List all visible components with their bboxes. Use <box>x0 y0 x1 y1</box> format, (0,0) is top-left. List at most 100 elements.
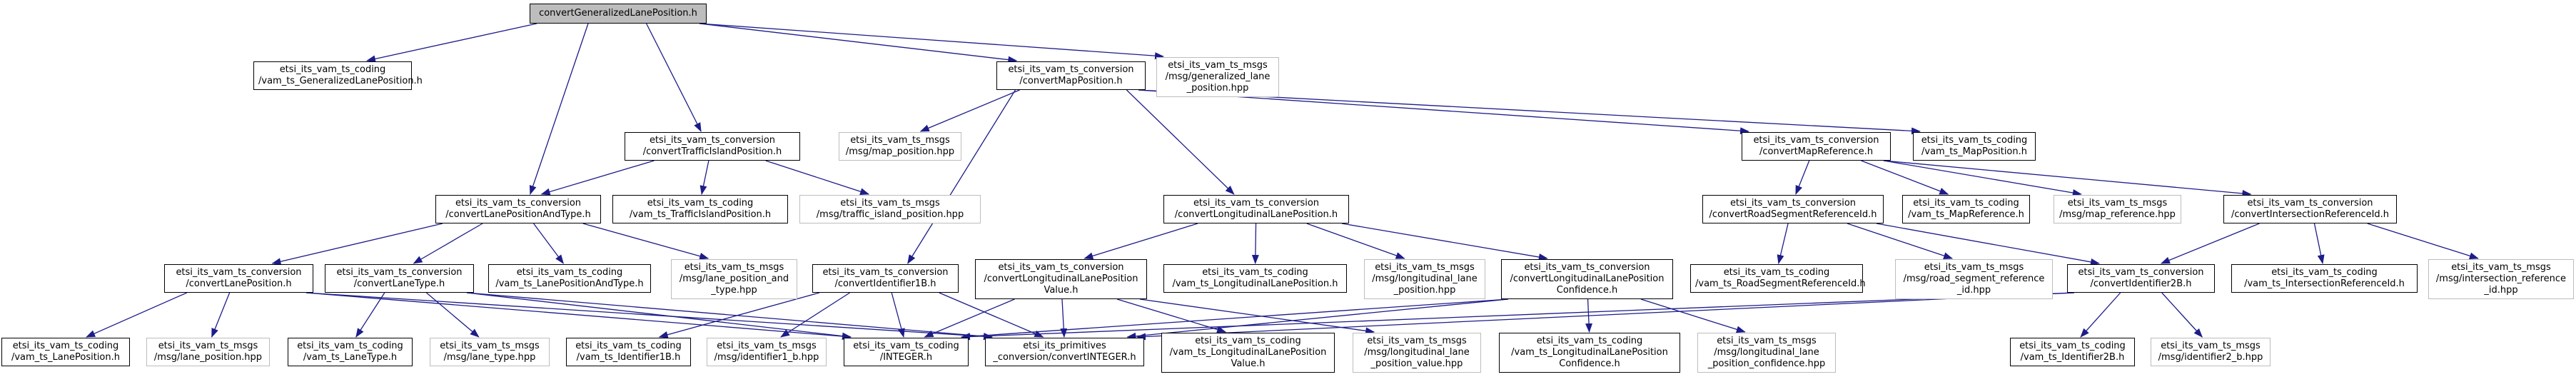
node-label-line: etsi_its_vam_ts_coding <box>1723 267 1830 278</box>
node-convert-lane-type[interactable]: etsi_its_vam_ts_conversion/convertLaneTy… <box>325 264 474 293</box>
node-primitives-convert-integer[interactable]: etsi_its_primitives_conversion/convertIN… <box>985 338 1144 366</box>
node-convert-identifier2b[interactable]: etsi_its_vam_ts_conversion/convertIdenti… <box>2067 264 2215 293</box>
node-label-line: etsi_its_vam_ts_msgs <box>1367 336 1467 346</box>
node-convert-lane-position-and-type[interactable]: etsi_its_vam_ts_conversion/convertLanePo… <box>435 195 601 223</box>
node-label-line: /msg/traffic_island_position.hpp <box>816 209 964 220</box>
node-label-line: etsi_its_vam_ts_conversion <box>998 262 1124 273</box>
node-coding-generalized-lane-position[interactable]: etsi_its_vam_ts_coding/vam_ts_Generalize… <box>253 61 423 90</box>
node-label-line: etsi_its_vam_ts_conversion <box>176 267 302 278</box>
node-label-line: /vam_ts_Identifier2B.h <box>2020 352 2125 363</box>
node-convert-traffic-island-position[interactable]: etsi_its_vam_ts_conversion/convertTraffi… <box>625 132 800 161</box>
node-label-line: /msg/lane_position_and <box>679 273 789 284</box>
node-convert-road-segment-reference-id[interactable]: etsi_its_vam_ts_conversion/convertRoadSe… <box>1702 195 1884 223</box>
node-convert-map-position[interactable]: etsi_its_vam_ts_conversion/convertMapPos… <box>996 61 1146 90</box>
node-coding-traffic-island-position[interactable]: etsi_its_vam_ts_coding/vam_ts_TrafficIsl… <box>612 195 788 223</box>
include-edge-convert-lane-position-and-type--convert-lane-position <box>271 223 443 266</box>
node-label-line: /msg/intersection_reference <box>2435 273 2567 284</box>
node-msg-longitudinal-lane-position: etsi_its_vam_ts_msgs/msg/longitudinal_la… <box>1364 259 1485 299</box>
node-coding-longitudinal-lane-position-value[interactable]: etsi_its_vam_ts_coding/vam_ts_Longitudin… <box>1161 333 1335 373</box>
node-coding-lane-position-and-type[interactable]: etsi_its_vam_ts_coding/vam_ts_LanePositi… <box>488 264 651 293</box>
node-label-line: etsi_its_vam_ts_coding <box>2019 341 2126 351</box>
node-msg-longitudinal-lane-position-value: etsi_its_vam_ts_msgs/msg/longitudinal_la… <box>1353 333 1481 373</box>
node-label-line: etsi_its_vam_ts_coding <box>2271 267 2378 278</box>
include-edge-convert-road-segment-reference-id--convert-identifier2b <box>1876 223 2100 266</box>
include-edge-convert-traffic-island-position--coding-traffic-island-position <box>699 160 709 195</box>
node-label-line: etsi_its_vam_ts_msgs <box>1924 262 2024 273</box>
node-coding-map-position[interactable]: etsi_its_vam_ts_coding/vam_ts_MapPositio… <box>1913 132 2036 161</box>
node-label-line: /vam_ts_MapPosition.h <box>1921 146 2027 157</box>
include-edge-convert-longitudinal-lane-position-confidence--coding-integer <box>961 298 1509 341</box>
node-convert-intersection-reference-id[interactable]: etsi_its_vam_ts_conversion/convertInters… <box>2223 195 2397 223</box>
include-edge-convert-road-segment-reference-id--msg-road-segment-reference-id <box>1847 223 1954 259</box>
node-label-line: etsi_its_vam_ts_coding <box>279 64 386 75</box>
include-edge-convert-generalized-lane-position--convert-traffic-island-position <box>646 23 702 132</box>
node-convert-lane-position[interactable]: etsi_its_vam_ts_conversion/convertLanePo… <box>164 264 313 293</box>
node-convert-longitudinal-lane-position-value[interactable]: etsi_its_vam_ts_conversion/convertLongit… <box>975 259 1147 299</box>
include-edge-convert-lane-type--primitives-convert-integer <box>466 292 993 340</box>
node-label-line: /INTEGER.h <box>879 352 933 363</box>
node-label-line: /vam_ts_LanePosition.h <box>11 352 120 363</box>
include-edge-convert-longitudinal-lane-position-value--primitives-convert-integer <box>1060 298 1068 338</box>
node-label-line: /msg/identifier1_b.hpp <box>714 352 819 363</box>
include-edge-convert-identifier2b--coding-identifier2b <box>2080 292 2121 338</box>
include-edge-convert-lane-position-and-type--coding-lane-position-and-type <box>533 223 564 264</box>
node-label-line: etsi_its_vam_ts_msgs <box>1375 262 1475 273</box>
include-edge-convert-identifier2b--coding-integer <box>961 292 2075 341</box>
node-label-line: /convertLongitudinalLanePosition.h <box>1174 209 1338 220</box>
node-label-line: etsi_its_vam_ts_msgs <box>1168 60 1268 71</box>
node-label-line: etsi_its_vam_ts_coding <box>575 341 682 351</box>
node-label-line: /convertLongitudinalLanePosition <box>984 273 1138 284</box>
node-label-line: etsi_its_vam_ts_conversion <box>1193 198 1320 208</box>
node-label-line: etsi_its_vam_ts_msgs <box>717 341 817 351</box>
node-label-line: /msg/identifier2_b.hpp <box>2158 352 2263 363</box>
node-label-line: etsi_its_vam_ts_msgs <box>684 262 784 273</box>
node-label-line: etsi_its_vam_ts_conversion <box>2078 267 2204 278</box>
node-label-line: _conversion/convertINTEGER.h <box>993 352 1136 363</box>
include-edge-convert-map-position--convert-longitudinal-lane-position <box>1126 89 1235 195</box>
node-coding-intersection-reference-id[interactable]: etsi_its_vam_ts_coding/vam_ts_Intersecti… <box>2231 264 2418 293</box>
node-coding-identifier1b[interactable]: etsi_its_vam_ts_coding/vam_ts_Identifier… <box>566 338 691 366</box>
node-label-line: /convertIdentifier1B.h <box>834 278 936 289</box>
include-edge-convert-traffic-island-position--convert-lane-position-and-type <box>540 160 655 196</box>
node-label-line: /msg/longitudinal_lane <box>1372 273 1478 284</box>
node-convert-generalized-lane-position: convertGeneralizedLanePosition.h <box>530 4 707 24</box>
node-label-line: etsi_its_vam_ts_msgs <box>850 135 950 146</box>
include-edge-convert-lane-type--coding-integer <box>466 292 852 340</box>
node-msg-lane-position: etsi_its_vam_ts_msgs/msg/lane_position.h… <box>146 338 270 366</box>
include-edge-convert-lane-type--coding-lane-type <box>355 292 385 338</box>
node-label-line: etsi_its_vam_ts_coding <box>1202 267 1308 278</box>
node-convert-longitudinal-lane-position-confidence[interactable]: etsi_its_vam_ts_conversion/convertLongit… <box>1501 259 1673 299</box>
include-edge-convert-intersection-reference-id--msg-intersection-reference-id <box>2367 223 2479 260</box>
node-label-line: etsi_its_vam_ts_msgs <box>2067 198 2168 208</box>
node-coding-longitudinal-lane-position[interactable]: etsi_its_vam_ts_coding/vam_ts_Longitudin… <box>1163 264 1347 293</box>
node-convert-identifier1b[interactable]: etsi_its_vam_ts_conversion/convertIdenti… <box>812 264 959 293</box>
node-label-line: /msg/map_reference.hpp <box>2059 209 2176 220</box>
include-edge-convert-identifier1b--coding-integer <box>891 292 905 338</box>
node-label-line: _position_value.hpp <box>1370 358 1463 369</box>
include-edge-convert-lane-type--msg-lane-type <box>426 292 480 338</box>
include-edge-convert-generalized-lane-position--convert-lane-position-and-type <box>529 23 589 195</box>
node-coding-identifier2b[interactable]: etsi_its_vam_ts_coding/vam_ts_Identifier… <box>2010 338 2135 366</box>
node-label-line: /convertLanePosition.h <box>186 278 292 289</box>
include-edge-convert-road-segment-reference-id--coding-road-segment-reference-id <box>1777 223 1789 264</box>
node-coding-lane-type[interactable]: etsi_its_vam_ts_coding/vam_ts_LaneType.h <box>288 338 413 366</box>
node-label-line: /vam_ts_LanePositionAndType.h <box>495 278 644 289</box>
node-coding-integer[interactable]: etsi_its_vam_ts_coding/INTEGER.h <box>844 338 969 366</box>
node-label-line: /vam_ts_LongitudinalLanePosition <box>1169 347 1327 358</box>
node-coding-lane-position[interactable]: etsi_its_vam_ts_coding/vam_ts_LanePositi… <box>1 338 130 366</box>
node-convert-longitudinal-lane-position[interactable]: etsi_its_vam_ts_conversion/convertLongit… <box>1163 195 1349 223</box>
include-edge-convert-longitudinal-lane-position-value--msg-longitudinal-lane-position-value <box>1139 298 1375 335</box>
include-edge-convert-identifier1b--primitives-convert-integer <box>939 292 1044 338</box>
node-coding-map-reference[interactable]: etsi_its_vam_ts_coding/vam_ts_MapReferen… <box>1902 195 2030 223</box>
node-label-line: etsi_its_vam_ts_msgs <box>840 198 940 208</box>
node-label-line: etsi_its_vam_ts_conversion <box>1753 135 1879 146</box>
node-label-line: /convertIdentifier2B.h <box>2090 278 2192 289</box>
node-msg-traffic-island-position: etsi_its_vam_ts_msgs/msg/traffic_island_… <box>799 195 981 223</box>
node-label-line: /vam_ts_GeneralizedLanePosition.h <box>258 76 423 86</box>
node-coding-road-segment-reference-id[interactable]: etsi_its_vam_ts_coding/vam_ts_RoadSegmen… <box>1690 264 1866 293</box>
node-convert-map-reference[interactable]: etsi_its_vam_ts_conversion/convertMapRef… <box>1742 132 1891 161</box>
node-coding-longitudinal-lane-position-confidence[interactable]: etsi_its_vam_ts_coding/vam_ts_Longitudin… <box>1499 333 1680 373</box>
include-edge-convert-lane-position--primitives-convert-integer <box>305 292 993 341</box>
include-edge-convert-identifier1b--coding-identifier1b <box>658 292 820 338</box>
